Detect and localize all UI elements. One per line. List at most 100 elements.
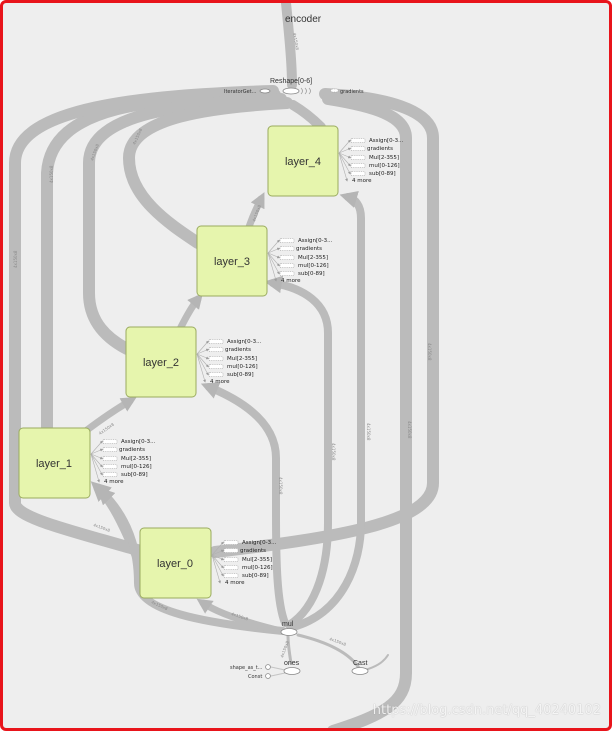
side-output-label[interactable]: 4 more bbox=[352, 178, 372, 184]
side-output-edge bbox=[196, 353, 210, 360]
side-output-label[interactable]: gradients bbox=[119, 447, 145, 453]
side-output-icon[interactable] bbox=[350, 138, 366, 143]
side-output-icon[interactable] bbox=[223, 548, 239, 553]
layer-4-node[interactable]: layer_4 bbox=[267, 125, 339, 197]
edge-mul-to-layer-1 bbox=[96, 486, 287, 635]
layer-1-box[interactable] bbox=[18, 427, 91, 499]
graph-svg[interactable]: 4x150x8 4x150x8 4x150x8 4x150x8 4x150x8 … bbox=[3, 3, 612, 731]
iterator-node-icon[interactable] bbox=[259, 88, 271, 94]
side-output-icon[interactable] bbox=[208, 347, 224, 352]
side-output-edge bbox=[267, 252, 281, 259]
layer-0-node[interactable]: layer_0 bbox=[139, 527, 212, 599]
side-output-label[interactable]: Assign[0-3... bbox=[369, 138, 404, 144]
ones-label: ones bbox=[284, 660, 300, 667]
side-output-icon[interactable] bbox=[279, 255, 295, 260]
layer-1-node[interactable]: layer_1 bbox=[18, 427, 91, 499]
side-output-icon[interactable] bbox=[223, 565, 239, 570]
side-output-label[interactable]: Mul[2-355] bbox=[242, 557, 272, 563]
edge-layer-3-to-layer-4 bbox=[245, 192, 265, 231]
gradients-node-icon[interactable] bbox=[330, 88, 339, 93]
side-output-label[interactable]: Assign[0-3... bbox=[227, 339, 262, 345]
side-output-label[interactable]: gradients bbox=[240, 548, 266, 554]
edge-encoder-input bbox=[281, 3, 297, 90]
layer-3-box[interactable] bbox=[196, 225, 268, 297]
layer-2-box[interactable] bbox=[125, 326, 197, 398]
reshape-node[interactable]: Reshape[0-6] IteratorGet... gradients bbox=[224, 78, 364, 95]
side-output-icon[interactable] bbox=[223, 540, 239, 545]
side-output-label[interactable]: Mul[2-355] bbox=[227, 356, 257, 362]
side-output-icon[interactable] bbox=[279, 238, 295, 243]
side-output-icon[interactable] bbox=[208, 339, 224, 344]
side-output-label[interactable]: sub[0-89] bbox=[369, 171, 396, 177]
shape-op[interactable] bbox=[265, 664, 271, 670]
side-output-icon[interactable] bbox=[350, 163, 366, 168]
side-output-icon[interactable] bbox=[208, 372, 224, 377]
side-output-label[interactable]: 4 more bbox=[104, 479, 124, 485]
side-output-label[interactable]: 4 more bbox=[281, 278, 301, 284]
side-output-icon[interactable] bbox=[102, 439, 118, 444]
const-op[interactable] bbox=[265, 673, 271, 679]
side-output-edge bbox=[211, 549, 225, 556]
side-output-label[interactable]: sub[0-89] bbox=[242, 573, 269, 579]
side-output-icon[interactable] bbox=[102, 472, 118, 477]
layer-0-box[interactable] bbox=[139, 527, 212, 599]
side-output-edge bbox=[338, 139, 351, 154]
side-output-label[interactable]: Mul[2-355] bbox=[298, 255, 328, 261]
side-output-label[interactable]: Mul[2-355] bbox=[121, 456, 151, 462]
side-output-icon[interactable] bbox=[279, 263, 295, 268]
side-output-label[interactable]: gradients bbox=[225, 347, 251, 353]
edge-label: 4x150x8 bbox=[93, 522, 112, 533]
edge-mul-to-layer-0 bbox=[196, 598, 285, 635]
ones-node[interactable]: ones bbox=[283, 660, 301, 675]
side-output-icon[interactable] bbox=[350, 155, 366, 160]
side-output-label[interactable]: Assign[0-3... bbox=[242, 540, 277, 546]
side-output-label[interactable]: mul[0-126] bbox=[121, 464, 152, 470]
side-output-label[interactable]: Assign[0-3... bbox=[121, 439, 156, 445]
layer-2-node[interactable]: layer_2 bbox=[125, 326, 197, 398]
side-output-label[interactable]: mul[0-126] bbox=[369, 163, 400, 169]
side-output-icon[interactable] bbox=[279, 246, 295, 251]
side-output-label[interactable]: mul[0-126] bbox=[298, 263, 329, 269]
layer-4-box[interactable] bbox=[267, 125, 339, 197]
side-output-icon[interactable] bbox=[279, 271, 295, 276]
reshape-op[interactable] bbox=[282, 87, 300, 95]
side-output-icon[interactable] bbox=[223, 557, 239, 562]
side-output-label[interactable]: Mul[2-355] bbox=[369, 155, 399, 161]
side-output-label[interactable]: 4 more bbox=[225, 580, 245, 586]
side-output-label[interactable]: sub[0-89] bbox=[227, 372, 254, 378]
side-output-label[interactable]: 4 more bbox=[210, 379, 230, 385]
side-output-edge bbox=[211, 554, 225, 561]
ones-op[interactable] bbox=[283, 667, 301, 675]
side-output-icon[interactable] bbox=[350, 146, 366, 151]
side-output-icon[interactable] bbox=[208, 364, 224, 369]
side-output-icon[interactable] bbox=[350, 171, 366, 176]
side-output-label[interactable]: Assign[0-3... bbox=[298, 238, 333, 244]
side-output-label[interactable]: mul[0-126] bbox=[227, 364, 258, 370]
side-output-icon[interactable] bbox=[102, 456, 118, 461]
edge-label: 4x150x8 bbox=[329, 636, 348, 647]
side-output-label[interactable]: sub[0-89] bbox=[121, 472, 148, 478]
iterator-label: IteratorGet... bbox=[224, 89, 257, 95]
side-output-label[interactable]: gradients bbox=[367, 146, 393, 152]
side-output-icon[interactable] bbox=[208, 356, 224, 361]
mul-label: mul bbox=[282, 621, 294, 628]
side-output-icon[interactable] bbox=[223, 573, 239, 578]
cast-node[interactable]: Cast bbox=[351, 660, 369, 675]
const-node[interactable]: Const bbox=[248, 673, 271, 680]
edge-shape-to-ones bbox=[270, 666, 286, 671]
side-output-label[interactable]: gradients bbox=[296, 246, 322, 252]
watermark: https://blog.csdn.net/qq_40240102 bbox=[372, 703, 601, 718]
cast-op[interactable] bbox=[351, 667, 369, 675]
side-output-label[interactable]: sub[0-89] bbox=[298, 271, 325, 277]
side-output-icon[interactable] bbox=[102, 447, 118, 452]
side-output-edge bbox=[196, 353, 209, 376]
side-output-label[interactable]: mul[0-126] bbox=[242, 565, 273, 571]
shape-node[interactable]: shape_as_t... bbox=[230, 664, 271, 671]
mul-op[interactable] bbox=[280, 628, 298, 636]
layer-3-node[interactable]: layer_3 bbox=[196, 225, 268, 297]
side-output-icon[interactable] bbox=[102, 464, 118, 469]
mul-node[interactable]: mul bbox=[280, 621, 298, 636]
